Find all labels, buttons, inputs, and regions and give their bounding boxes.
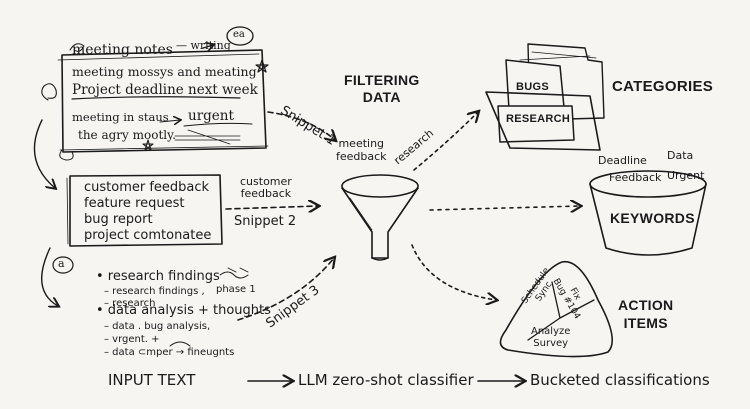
keyword: Urgent bbox=[667, 169, 705, 182]
research-line: – data . bug analysis, bbox=[104, 321, 211, 332]
folder-front bbox=[485, 91, 601, 151]
folder-research bbox=[497, 105, 575, 143]
star-icon-2 bbox=[142, 139, 154, 151]
pipeline-classifier: LLM zero-shot classifier bbox=[298, 371, 474, 389]
filter-meeting-feedback: meeting feedback bbox=[336, 137, 387, 163]
notes-tag-circle bbox=[226, 26, 254, 46]
notes-line: meeting in staus bbox=[72, 110, 169, 124]
feedback-line: feature request bbox=[84, 196, 185, 211]
action-analyze-survey: Analyze Survey bbox=[531, 326, 571, 349]
research-line: – data ⊂mper → fineugnts bbox=[104, 347, 235, 358]
snippet2-arrow bbox=[225, 206, 318, 209]
feedback-line: project comtonatee bbox=[84, 228, 212, 243]
research-line: • data analysis + thoughts bbox=[96, 303, 271, 318]
snippet3-arrow bbox=[237, 258, 334, 321]
notes-sheet bbox=[61, 49, 267, 153]
categories-title: CATEGORIES bbox=[612, 78, 714, 95]
funnel-rim bbox=[341, 174, 419, 198]
notes-line: meeting mossys and meating bbox=[72, 64, 257, 79]
research-line: • research findings bbox=[96, 269, 220, 284]
keyword: Deadline bbox=[598, 154, 647, 167]
notes-line: the agry mootly. bbox=[78, 128, 177, 142]
filter-title: FILTERING DATA bbox=[344, 72, 420, 105]
to-categories-arrow bbox=[413, 112, 478, 171]
to-actions-arrow bbox=[411, 244, 496, 300]
pipeline-input-text: INPUT TEXT bbox=[108, 371, 196, 389]
research-line: – vrgent. + bbox=[104, 334, 160, 345]
folder-label-research: RESEARCH bbox=[506, 113, 571, 125]
research-line: – research bbox=[104, 298, 156, 309]
notes-line: urgent bbox=[188, 108, 234, 124]
notes-tag: ea bbox=[233, 29, 245, 40]
pipeline-output: Bucketed classifications bbox=[530, 371, 710, 389]
star-icon bbox=[255, 59, 269, 73]
notes-line: Project deadline next week bbox=[72, 82, 258, 98]
feedback-box bbox=[69, 174, 223, 247]
research-line: phase 1 bbox=[216, 284, 256, 295]
action-triangle bbox=[499, 260, 614, 358]
research-tag: a bbox=[58, 257, 65, 270]
to-keywords-arrow bbox=[429, 206, 580, 210]
feedback-line: customer feedback bbox=[84, 180, 210, 195]
snippet2-caption: customer feedback bbox=[240, 175, 292, 200]
folder-label-bugs: BUGS bbox=[516, 81, 549, 93]
keyword: Feedback bbox=[609, 171, 662, 184]
feedback-line: bug report bbox=[84, 212, 153, 227]
funnel-body bbox=[341, 187, 419, 259]
action-items-title: ACTION ITEMS bbox=[618, 297, 674, 331]
snippet2-label: Snippet 2 bbox=[234, 214, 297, 229]
keyword: Data bbox=[667, 149, 694, 162]
notes-line: meeting notes bbox=[72, 42, 173, 58]
bucket-body bbox=[589, 183, 707, 256]
keywords-title: KEYWORDS bbox=[610, 210, 695, 226]
notes-line: — writing bbox=[176, 39, 231, 52]
research-line: – research findings , bbox=[104, 286, 205, 297]
snippet1-arrow bbox=[267, 111, 335, 140]
research-tag-circle bbox=[52, 256, 74, 274]
